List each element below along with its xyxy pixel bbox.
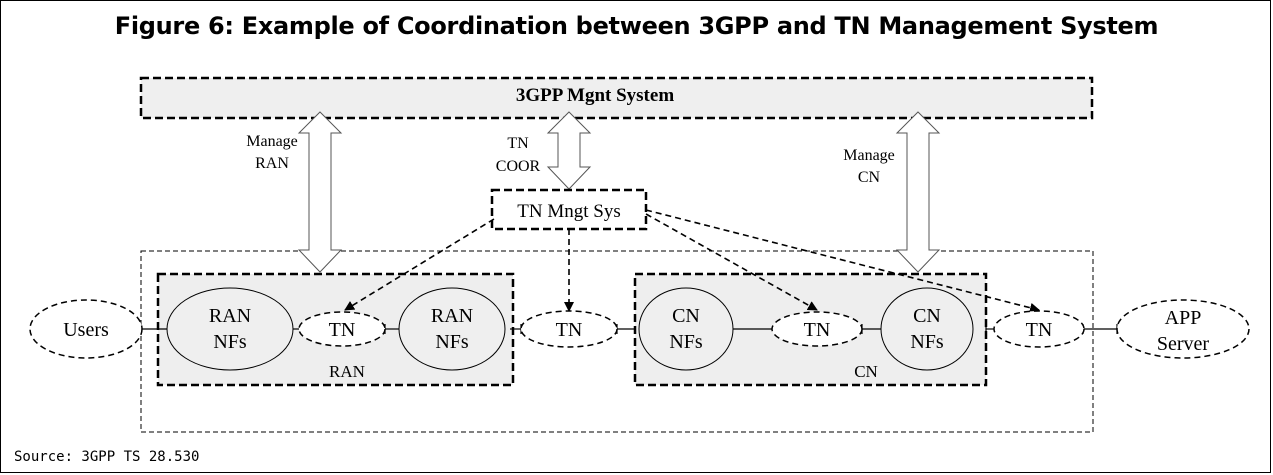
app-server-line-1: APP <box>1165 307 1202 329</box>
ran-group-label: RAN <box>329 362 365 381</box>
manage-cn-label-1: Manage <box>843 147 895 164</box>
control-arrow-tn-cn <box>645 213 818 311</box>
control-arrow-tn-ran <box>344 218 495 311</box>
ran-nf-node-1: RAN NFs <box>166 287 294 371</box>
cn-nf-1-line-2: NFs <box>669 331 703 353</box>
app-server-line-2: Server <box>1157 333 1210 355</box>
figure-source: Source: 3GPP TS 28.530 <box>14 449 200 465</box>
users-node: Users <box>29 299 143 359</box>
manage-cn-arrow <box>895 111 941 273</box>
tn-right-node: TN <box>993 310 1085 348</box>
cn-nf-2-line-1: CN <box>913 305 941 327</box>
users-label: Users <box>63 319 109 341</box>
tn-mid-node: TN <box>520 310 618 348</box>
cn-nf-node-1: CN NFs <box>638 287 734 371</box>
tn-coor-label-1: TN <box>507 135 529 152</box>
manage-ran-label-2: RAN <box>255 155 289 172</box>
cn-nf-1-line-1: CN <box>672 305 700 327</box>
ran-nf-1-line-1: RAN <box>209 305 251 327</box>
tn-mid-label: TN <box>556 319 583 341</box>
ran-nf-1-line-2: NFs <box>213 331 247 353</box>
app-server-node: APP Server <box>1116 299 1250 359</box>
ran-nf-2-line-1: RAN <box>431 305 473 327</box>
mgmt-system-label: 3GPP Mgnt System <box>516 85 674 106</box>
tn-ran-node: TN <box>298 311 386 347</box>
figure-title: Figure 6: Example of Coordination betwee… <box>114 12 1159 40</box>
cn-nf-node-2: CN NFs <box>880 287 974 371</box>
tn-right-label: TN <box>1026 319 1053 341</box>
control-arrow-tn-right <box>645 209 1040 313</box>
tn-cn-node: TN <box>771 311 863 347</box>
manage-ran-label-1: Manage <box>246 133 298 150</box>
tn-ran-label: TN <box>329 319 356 341</box>
tn-coor-label-2: COOR <box>496 158 541 175</box>
ran-nf-2-line-2: NFs <box>435 331 469 353</box>
cn-nf-2-line-2: NFs <box>910 331 944 353</box>
ran-nf-node-2: RAN NFs <box>398 287 506 371</box>
cn-group-label: CN <box>854 362 878 381</box>
manage-cn-label-2: CN <box>858 169 881 186</box>
tn-cn-label: TN <box>804 319 831 341</box>
tn-mgmt-label: TN Mngt Sys <box>517 201 620 222</box>
manage-ran-arrow <box>297 111 343 273</box>
network-container <box>140 250 1094 433</box>
tn-coor-arrow <box>546 111 592 190</box>
tn-mgmt-box: TN Mngt Sys <box>490 188 648 231</box>
mgmt-system-box: 3GPP Mgnt System <box>139 76 1094 120</box>
